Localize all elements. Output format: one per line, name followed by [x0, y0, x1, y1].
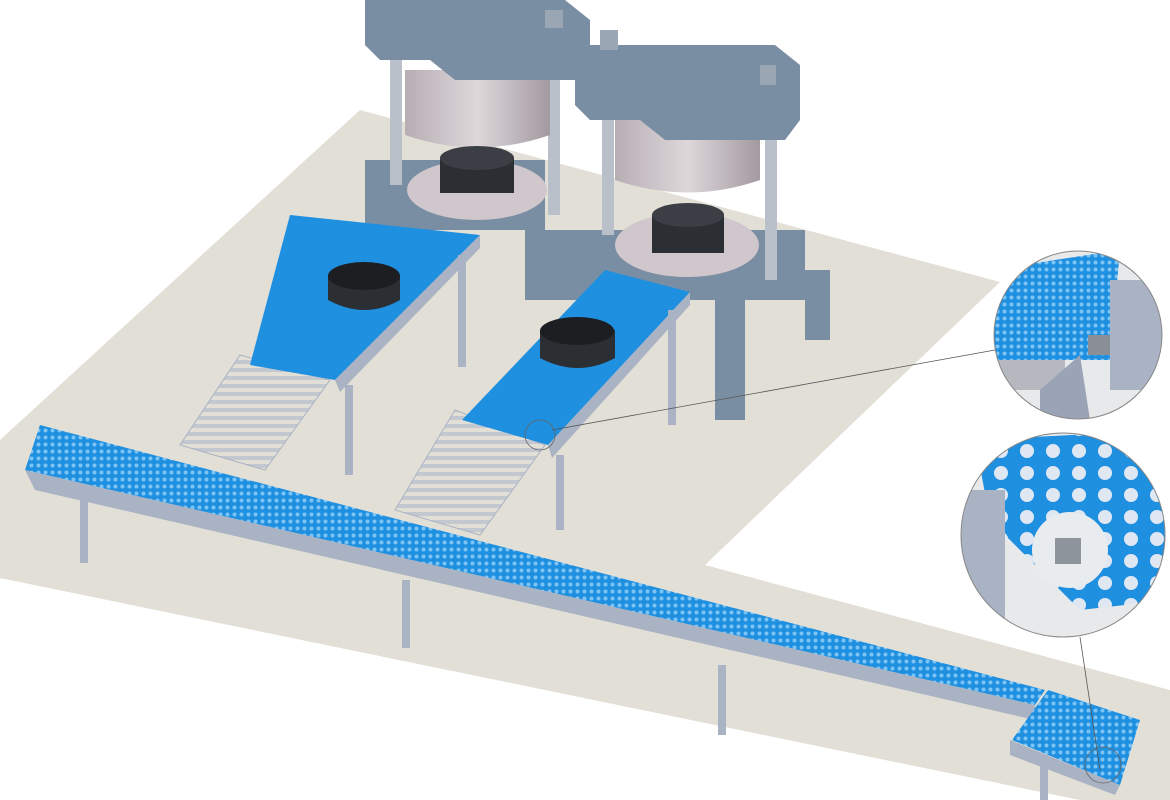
main-conveyor	[25, 425, 1140, 800]
detail-callout-2	[960, 432, 1166, 638]
callout-line-1	[551, 349, 996, 431]
infeed-conveyor-2	[394, 270, 690, 536]
detail-callout-1	[993, 250, 1163, 420]
press-1	[365, 0, 590, 230]
infeed-conveyor-1	[179, 215, 480, 475]
